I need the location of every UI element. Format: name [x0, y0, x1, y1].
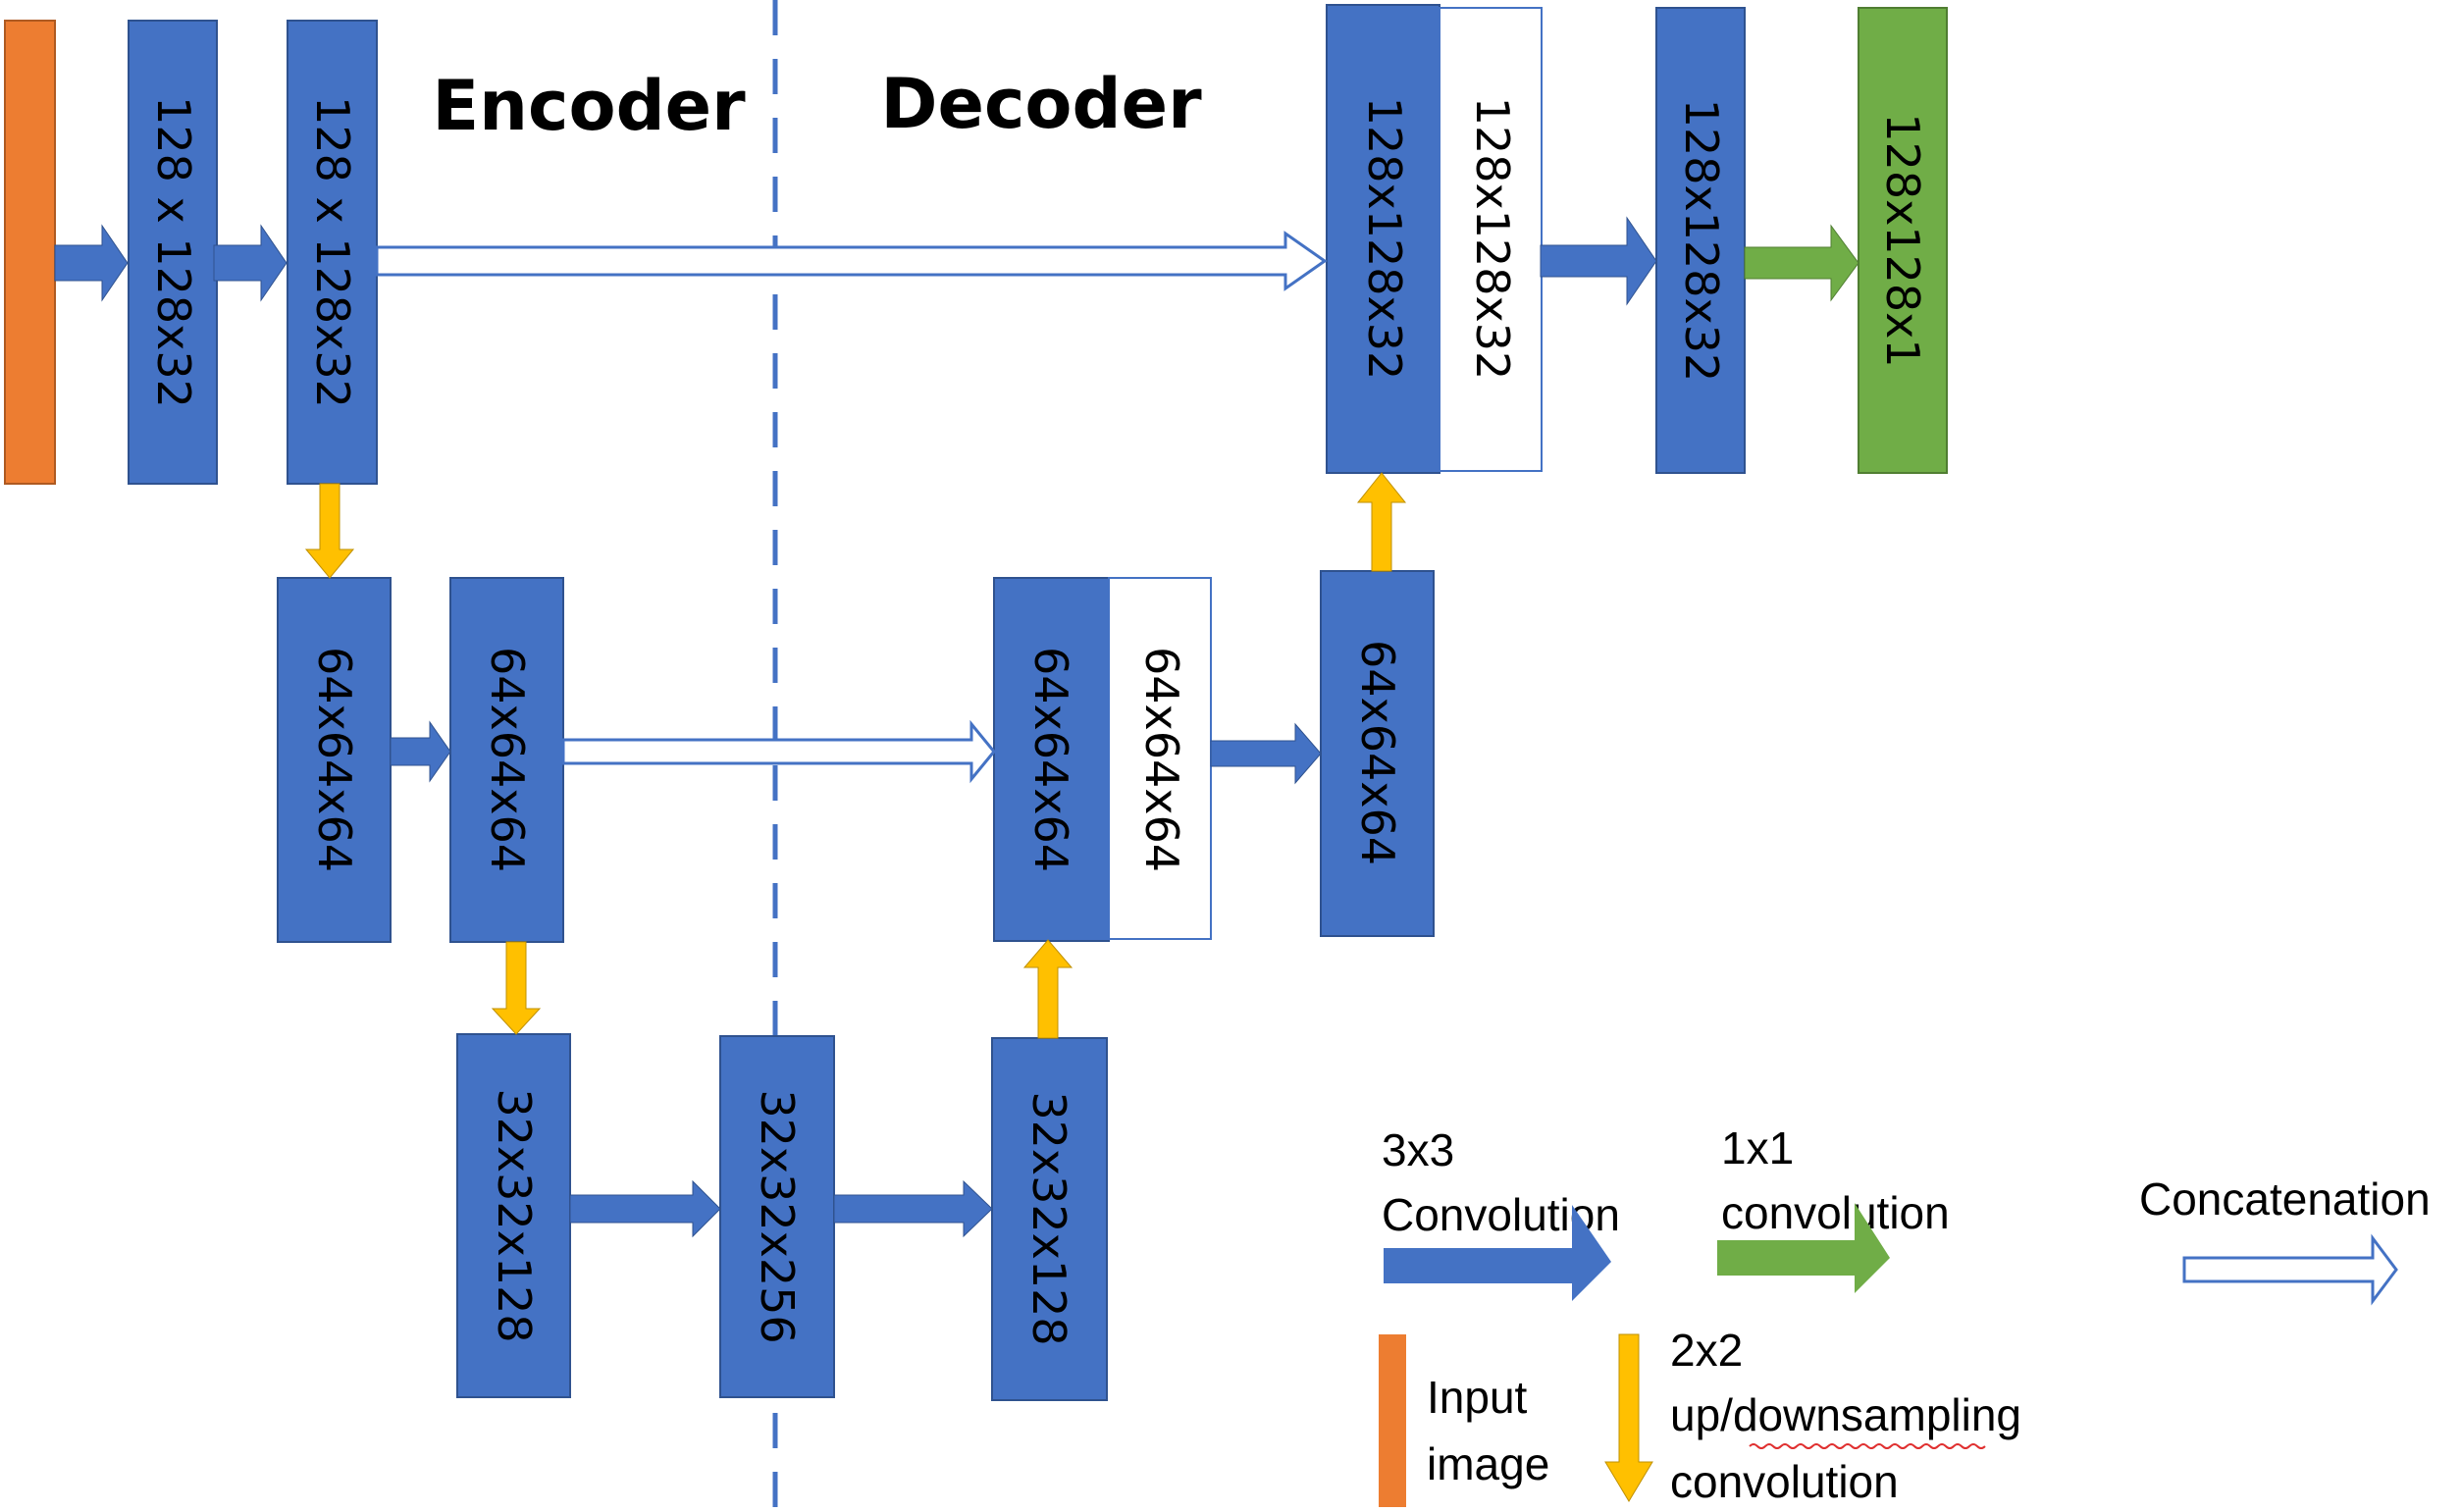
dec2-concat-block — [1108, 577, 1212, 940]
conv-arrow — [833, 1179, 993, 1238]
legend-sample-line2: up/downsampling — [1670, 1389, 2021, 1440]
legend-sample-arrow — [1604, 1333, 1653, 1502]
conv-arrow — [569, 1179, 721, 1238]
enc1b-block — [287, 20, 378, 485]
enc2a-block — [277, 577, 392, 943]
conv-arrow — [213, 224, 288, 302]
dec2-out-block — [1320, 570, 1435, 937]
dec2-concat-label: 64x64x64 — [1135, 647, 1188, 872]
input-image-block — [4, 20, 56, 485]
conv1x1-arrow — [1744, 224, 1859, 302]
legend-conv1-arrow — [1717, 1203, 1890, 1293]
dec3-block — [991, 1037, 1108, 1401]
enc1a-label: 128 x 128x32 — [147, 96, 200, 408]
dec1-concat-label: 128x128x32 — [1466, 97, 1519, 381]
enc1b-label: 128 x 128x32 — [306, 96, 359, 408]
legend-conv3-arrow — [1384, 1205, 1611, 1301]
upsample-arrow — [1022, 939, 1073, 1039]
legend-concat-label: Concatenation — [2139, 1173, 2431, 1225]
spellcheck-underline — [1749, 1443, 1986, 1449]
legend-sample-line3: convolution — [1670, 1456, 1899, 1507]
legend-sample-line1: 2x2 — [1670, 1325, 1743, 1376]
legend-concat-arrow — [2182, 1233, 2398, 1306]
concat-arrow — [561, 719, 996, 784]
legend-conv1-line2: convolution — [1721, 1187, 1950, 1238]
dec3-label: 32x32x128 — [1022, 1091, 1075, 1345]
conv-arrow — [54, 224, 129, 302]
enc1a-block — [128, 20, 218, 485]
legend-conv1-line1: 1x1 — [1721, 1122, 1794, 1173]
decoder-title: Decoder — [880, 64, 1202, 144]
dec1-conv-block — [1326, 4, 1440, 474]
enc2a-label: 64x64x64 — [308, 647, 361, 872]
output-block — [1858, 7, 1948, 474]
dec1-conv-label: 128x128x32 — [1358, 97, 1411, 381]
enc3-label: 32x32x128 — [488, 1088, 541, 1342]
legend-conv3-line1: 3x3 — [1382, 1124, 1454, 1175]
downsample-arrow — [304, 483, 355, 579]
encoder-title: Encoder — [432, 66, 746, 146]
enc3-block — [456, 1033, 571, 1398]
legend-input-line2: image — [1427, 1438, 1549, 1489]
dec1-out-label: 128x128x32 — [1675, 99, 1728, 383]
dec1-concat-block — [1439, 7, 1543, 472]
conv-arrow — [390, 720, 451, 783]
output-label: 128x128x1 — [1876, 113, 1929, 367]
conv-arrow — [1540, 216, 1657, 306]
conv-arrow — [1210, 722, 1322, 785]
upsample-arrow — [1356, 472, 1407, 572]
enc2b-label: 64x64x64 — [481, 647, 534, 872]
downsample-arrow — [491, 941, 542, 1035]
bottleneck-label: 32x32x256 — [751, 1089, 804, 1343]
dec2-out-label: 64x64x64 — [1351, 640, 1404, 865]
dec2-conv-label: 64x64x64 — [1024, 647, 1077, 872]
dec1-out-block — [1655, 7, 1746, 474]
legend-input-line1: Input — [1427, 1372, 1528, 1423]
concat-arrow — [375, 231, 1328, 291]
enc2b-block — [449, 577, 564, 943]
legend-input-swatch — [1379, 1334, 1406, 1507]
